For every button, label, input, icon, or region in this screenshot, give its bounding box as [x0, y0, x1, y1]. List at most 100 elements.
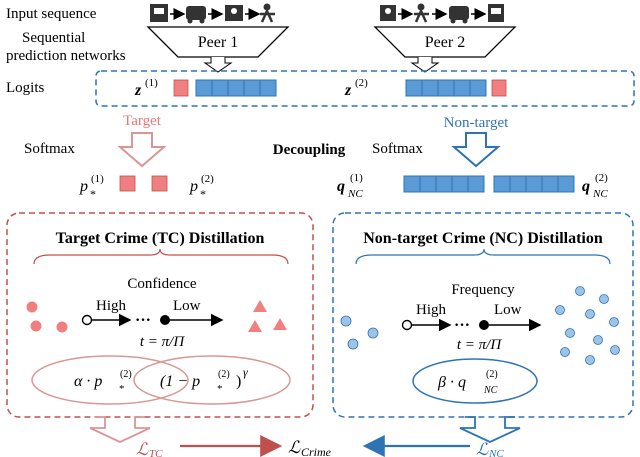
high-label-right: High	[416, 302, 447, 318]
scatter-dot	[56, 321, 68, 333]
one-minus-sup: (2)	[218, 369, 230, 380]
target-label: Target	[123, 113, 162, 129]
peer2-label: Peer 2	[425, 34, 465, 51]
one-minus-close: )	[236, 373, 241, 390]
car-icon	[449, 6, 469, 24]
high-marker	[401, 319, 413, 331]
scatter-dot	[565, 328, 575, 338]
input-sequence-icons-peer2	[380, 3, 504, 24]
frequency-label: Frequency	[451, 282, 515, 298]
nc-loss-funnel-arrow	[459, 416, 521, 443]
q1-nc-prob	[419, 175, 437, 193]
p2-subscript: *	[200, 187, 206, 201]
crime-icon	[225, 5, 243, 21]
gamma-ellipse	[133, 355, 291, 405]
z1-nontarget-logit	[243, 79, 261, 97]
alpha-sup: (2)	[120, 369, 132, 380]
loss-nc: ℒ NC	[476, 440, 504, 457]
z2-nontarget-logit	[421, 79, 439, 97]
z1-nontarget-logit	[211, 79, 229, 97]
z1-nontarget-logit	[259, 79, 277, 97]
confidence-label: Confidence	[127, 276, 196, 292]
p1-symbol: p	[79, 178, 88, 195]
scatter-dot	[347, 338, 359, 350]
tc-loss-funnel-arrow	[89, 416, 151, 443]
peer1-label: Peer 1	[198, 34, 238, 51]
scatter-dot	[575, 286, 585, 296]
q1-nc-prob	[403, 175, 421, 193]
tc-box	[6, 212, 314, 418]
beta-sub: NC	[483, 385, 498, 396]
one-minus-expression: (1 − p	[160, 373, 200, 390]
q1-nc-prob	[451, 175, 469, 193]
scatter-dot	[585, 355, 595, 365]
softmax-nontarget-arrow	[451, 132, 501, 168]
logits-box	[95, 70, 635, 107]
softmax-right-label: Softmax	[372, 141, 423, 157]
criminal-scene-icon	[488, 4, 504, 22]
logits-label: Logits	[6, 80, 44, 96]
sequential-label-line1: Sequential	[22, 30, 85, 46]
tc-distillation-panel: Target Crime (TC) Distillation Confidenc…	[6, 212, 314, 418]
peer1-network: Peer 1	[146, 26, 290, 73]
q-nc-1: q (1) NC	[337, 172, 363, 200]
nc-brace	[355, 248, 611, 265]
q1-nc-prob	[467, 175, 485, 193]
q1-nc-prob	[435, 175, 453, 193]
beta-ellipse	[412, 358, 538, 404]
z2-nontarget-logit	[437, 79, 455, 97]
funnel-peer-icon	[146, 26, 290, 58]
crime-icon	[380, 5, 396, 21]
l-crime-symbol: ℒ	[288, 438, 301, 457]
loss-crime: ℒ Crime	[288, 438, 332, 457]
scatter-triangle	[248, 320, 262, 332]
scatter-dot	[609, 317, 619, 327]
t-formula-right: t = π/Π	[457, 337, 502, 353]
l-tc-symbol: ℒ	[136, 440, 149, 457]
l-nc-symbol: ℒ	[476, 440, 489, 457]
person-icon	[260, 3, 275, 23]
logit-z2: z (2)	[344, 77, 507, 99]
input-sequence-icons-peer1	[150, 3, 275, 24]
z2-target-logit	[491, 79, 507, 97]
p2-symbol: p	[189, 178, 198, 195]
q2-nc-prob	[541, 175, 559, 193]
criminal-scene-icon	[150, 4, 168, 22]
beta-expression: β · q	[437, 374, 466, 391]
down-arrow-icon	[410, 57, 440, 73]
q1-superscript: (1)	[350, 172, 363, 184]
sequential-label-line2: prediction networks	[6, 48, 126, 64]
tc-brace	[33, 248, 289, 265]
q2-nc-prob	[525, 175, 543, 193]
z1-superscript: (1)	[145, 77, 158, 89]
z2-superscript: (2)	[355, 77, 368, 89]
non-target-label: Non-target	[444, 115, 510, 131]
low-marker	[479, 320, 489, 330]
scatter-dot	[610, 345, 620, 355]
scatter-dot	[367, 327, 379, 339]
decoupling-label: Decoupling	[273, 142, 346, 158]
funnel-peer-icon	[373, 26, 517, 58]
q2-nc-prob	[493, 175, 511, 193]
scatter-dot	[599, 294, 609, 304]
l-nc-subscript: NC	[488, 448, 504, 457]
high-label-left: High	[96, 298, 127, 314]
tc-title: Target Crime (TC) Distillation	[56, 230, 265, 247]
q-nc-2: q (2) NC	[582, 172, 608, 200]
p1-subscript: *	[90, 187, 96, 201]
logit-z1: z (1)	[134, 77, 277, 99]
z2-nontarget-logit	[453, 79, 471, 97]
q2-superscript: (2)	[595, 172, 608, 184]
down-arrow-icon	[203, 57, 233, 73]
softmax-target-arrow	[117, 132, 167, 168]
low-label-right: Low	[494, 302, 522, 318]
p1-superscript: (1)	[91, 173, 104, 185]
z2-symbol: z	[344, 82, 352, 99]
alpha-sub: *	[119, 383, 125, 395]
scatter-triangle	[273, 318, 287, 330]
z1-nontarget-logit	[227, 79, 245, 97]
q1-subscript: NC	[347, 188, 363, 200]
l-tc-subscript: TC	[149, 448, 163, 457]
one-minus-sub: *	[217, 383, 223, 395]
